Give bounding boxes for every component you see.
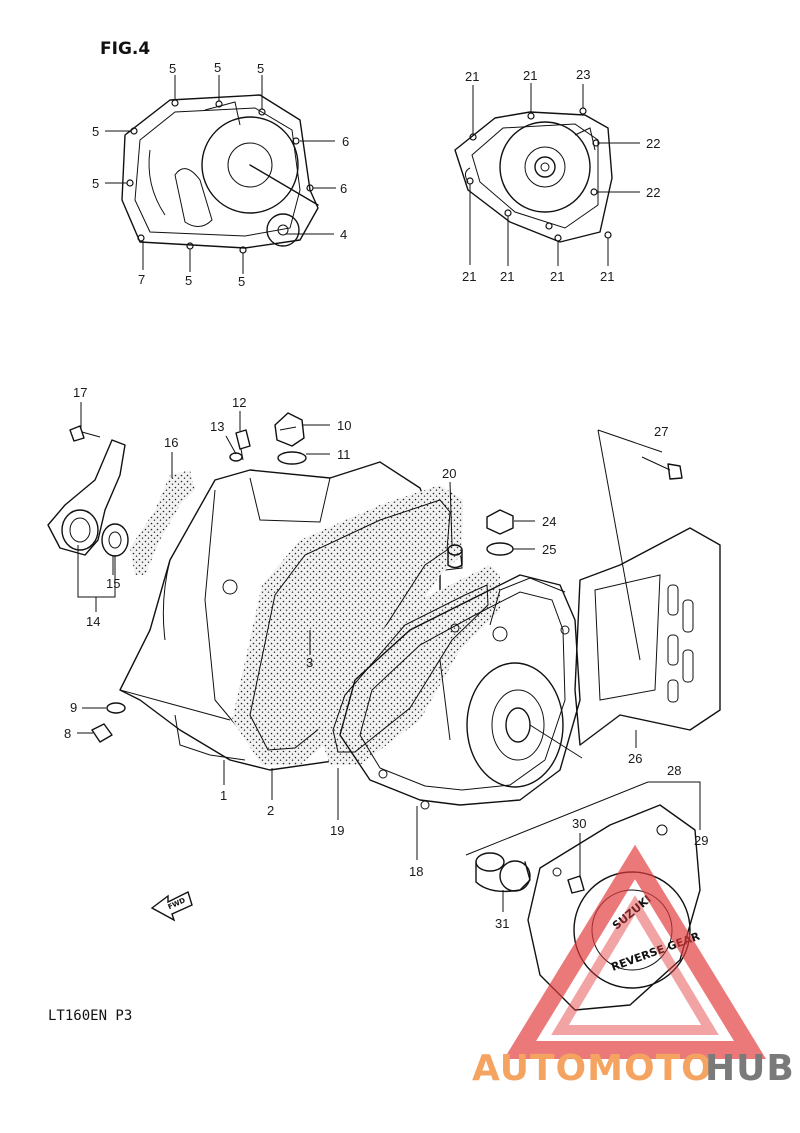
callout-19: 19 [330, 823, 344, 838]
inset-left-leaders [105, 75, 336, 274]
bolt-27 [641, 456, 683, 480]
callout-3: 3 [306, 655, 313, 670]
callout-8: 8 [64, 726, 71, 741]
washer-25 [486, 542, 514, 556]
inset-right-cover [454, 111, 613, 243]
watermark-word-2: HUB [705, 1048, 795, 1089]
callout-21: 21 [500, 269, 514, 284]
callout-17: 17 [73, 385, 87, 400]
automotohub-watermark-logo [503, 844, 767, 1059]
figure-label: FIG.4 [100, 39, 150, 59]
washer-9 [106, 702, 126, 714]
callout-5: 5 [92, 124, 99, 139]
callout-31: 31 [495, 916, 509, 931]
main-callouts: 17 12 13 10 11 16 20 27 24 25 15 14 3 9 … [64, 385, 708, 931]
bolt-12 [235, 429, 251, 461]
callout-12: 12 [232, 395, 246, 410]
sprocket-15 [101, 523, 129, 557]
callout-5: 5 [257, 61, 264, 76]
callout-22: 22 [646, 185, 660, 200]
callout-28: 28 [667, 763, 681, 778]
forward-arrow-icon: FWD [150, 891, 193, 922]
callout-4: 4 [340, 227, 347, 242]
inset-left-cover [121, 94, 319, 249]
callout-24: 24 [542, 514, 556, 529]
callout-22: 22 [646, 136, 660, 151]
callout-10: 10 [337, 418, 351, 433]
inset-left-callouts: 5 5 5 5 5 6 6 4 7 5 5 [92, 60, 349, 289]
bolt-17 [69, 425, 101, 442]
callout-14: 14 [86, 614, 100, 629]
plug-31 [475, 852, 531, 893]
callout-21: 21 [465, 69, 479, 84]
callout-30: 30 [572, 816, 586, 831]
callout-21: 21 [600, 269, 614, 284]
callout-11: 11 [337, 447, 351, 462]
o-ring-11 [277, 451, 307, 465]
callout-1: 1 [220, 788, 227, 803]
callout-26: 26 [628, 751, 642, 766]
gasket-2-inner [249, 499, 451, 751]
callout-21: 21 [523, 68, 537, 83]
watermark-word-1: AUTOMOTO [472, 1048, 713, 1089]
drain-bolt-24 [486, 509, 514, 535]
callout-15: 15 [106, 576, 120, 591]
callout-23: 23 [576, 67, 590, 82]
callout-21: 21 [550, 269, 564, 284]
callout-20: 20 [442, 466, 456, 481]
callout-25: 25 [542, 542, 556, 557]
bolt-30 [567, 875, 585, 894]
bolt-8 [91, 723, 113, 743]
callout-6: 6 [340, 181, 347, 196]
callout-27: 27 [654, 424, 668, 439]
callout-5: 5 [238, 274, 245, 289]
gasket-2 [232, 485, 463, 765]
dowel-20 [447, 544, 463, 569]
callout-5: 5 [185, 273, 192, 288]
gasket-19-inner [332, 584, 489, 753]
callout-7: 7 [138, 272, 145, 287]
callout-9: 9 [70, 700, 77, 715]
model-code: LT160EN P3 [48, 1008, 132, 1024]
callout-16: 16 [164, 435, 178, 450]
callout-29: 29 [694, 833, 708, 848]
inset-right-callouts: 21 21 23 22 22 21 21 21 21 [462, 67, 660, 284]
gasket-16 [130, 470, 195, 575]
main-leaders [77, 402, 701, 912]
callout-5: 5 [214, 60, 221, 75]
gasket-19 [318, 565, 500, 765]
callout-13: 13 [210, 419, 224, 434]
callout-2: 2 [267, 803, 274, 818]
inset-right-leaders [469, 83, 640, 266]
callout-18: 18 [409, 864, 423, 879]
washer-13 [229, 452, 243, 462]
callout-5: 5 [169, 61, 176, 76]
inset-left-bolts [126, 99, 314, 254]
guard-plate-26 [574, 527, 721, 746]
callout-5: 5 [92, 176, 99, 191]
clutch-cover-18 [339, 574, 583, 810]
oil-filler-cap-10 [274, 412, 305, 447]
callout-6: 6 [342, 134, 349, 149]
callout-21: 21 [462, 269, 476, 284]
bracket-14 [47, 439, 126, 556]
